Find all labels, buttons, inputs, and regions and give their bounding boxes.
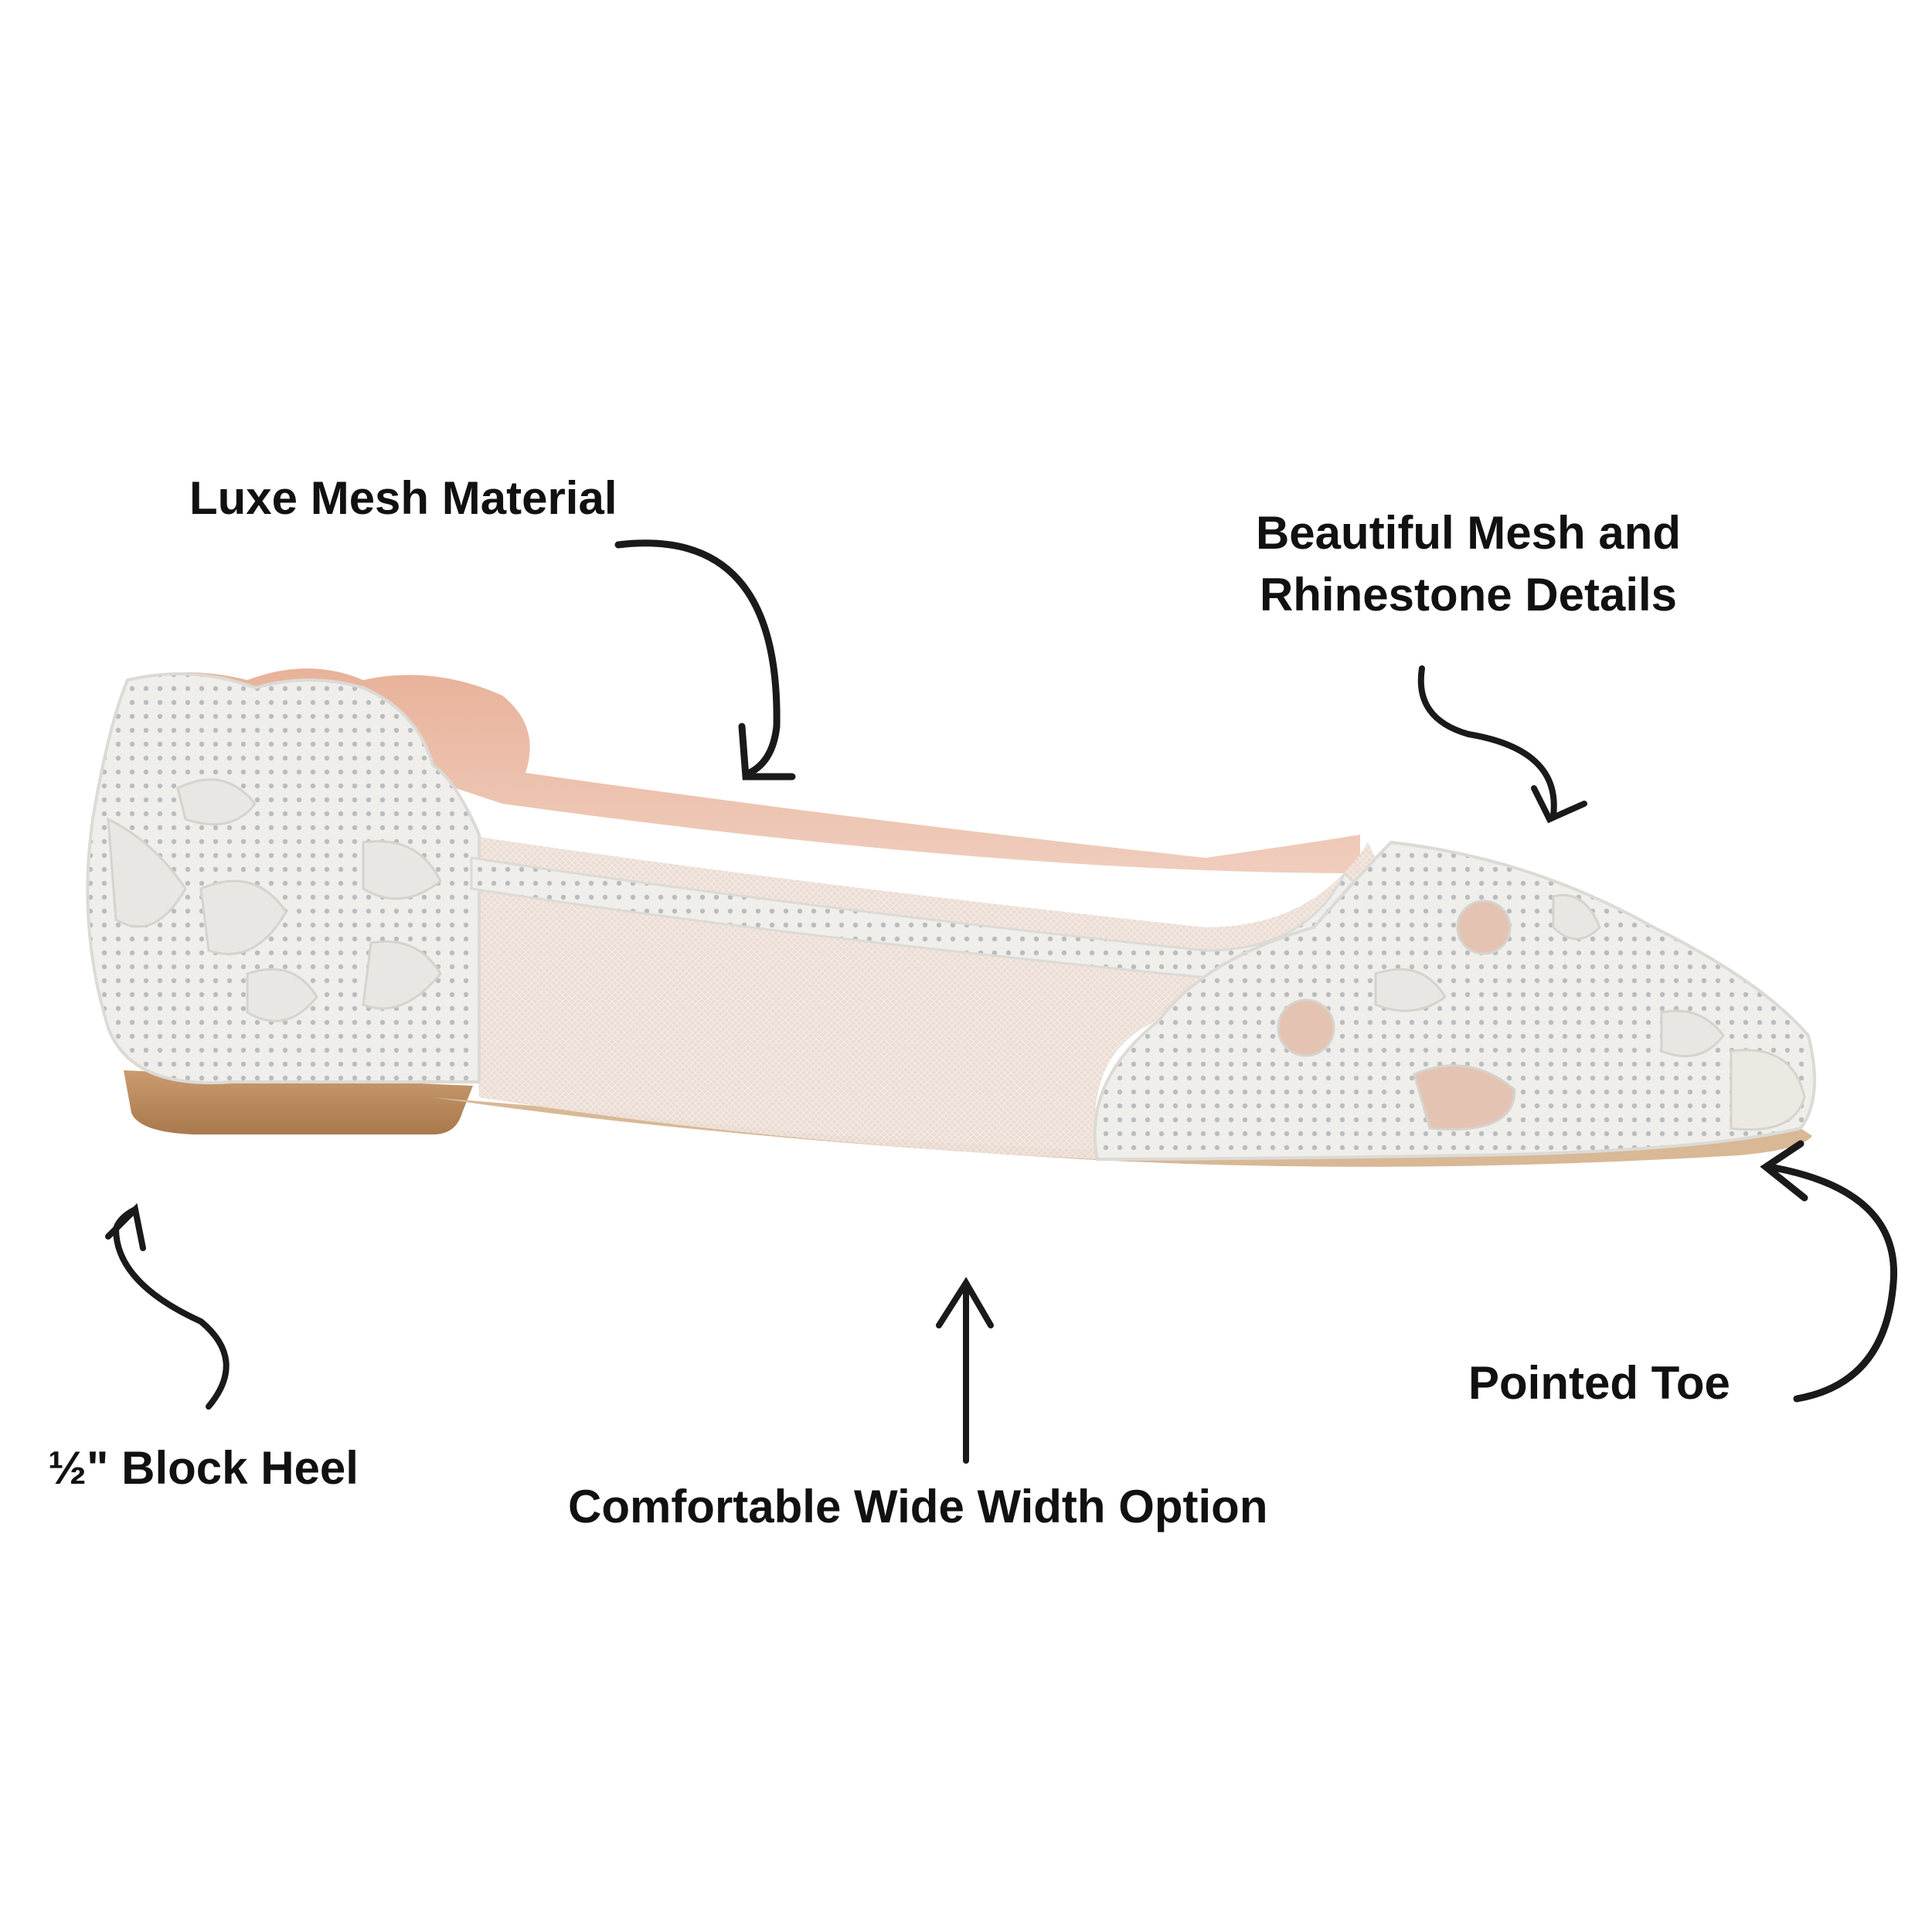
arrow-wide-width	[936, 1277, 994, 1464]
arrow-pointed-toe	[1760, 1140, 1898, 1403]
callout-block-heel: ½" Block Heel	[48, 1442, 359, 1494]
shoe-lining	[131, 668, 1360, 873]
callout-mesh-rhinestone-details: Beautiful Mesh and Rhinestone Details	[1190, 502, 1747, 626]
arrow-block-heel	[105, 1202, 230, 1410]
callout-wide-width-option: Comfortable Wide Width Option	[568, 1481, 1268, 1532]
callout-pointed-toe: Pointed Toe	[1468, 1357, 1730, 1409]
toe-cap	[1093, 840, 1816, 1162]
block-heel	[124, 1070, 473, 1134]
callout-details-line-1: Beautiful Mesh and	[1255, 507, 1682, 559]
arrow-luxe-mesh	[614, 539, 796, 781]
arrow-details	[1417, 665, 1587, 824]
callout-luxe-mesh-material: Luxe Mesh Material	[189, 472, 617, 524]
callout-details-line-2: Rhinestone Details	[1259, 569, 1678, 621]
heel-cutouts	[107, 778, 442, 1022]
toe-cutouts	[1277, 893, 1806, 1131]
